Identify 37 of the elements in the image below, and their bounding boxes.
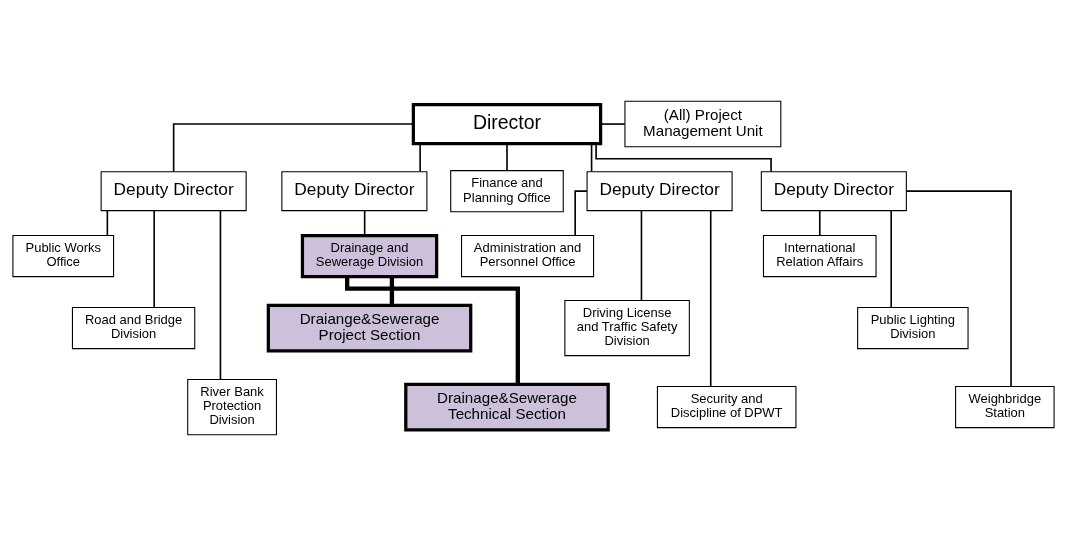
connector <box>153 209 155 308</box>
connector <box>599 122 626 125</box>
connector <box>590 142 593 172</box>
connector <box>345 276 520 384</box>
connector <box>219 209 222 380</box>
node-box: Drainage and Sewerage Division <box>300 233 439 278</box>
node-box: Draiange&Sewerage Project Section <box>266 303 473 352</box>
connector <box>905 189 1012 387</box>
connector <box>506 142 508 171</box>
node-box: International Relation Affairs <box>762 234 877 277</box>
connector <box>106 209 109 236</box>
connector <box>389 276 395 305</box>
connector <box>595 142 772 172</box>
connector <box>818 209 821 236</box>
connector <box>172 122 415 172</box>
node-box: Road and Bridge Division <box>71 306 196 349</box>
connector <box>363 209 366 236</box>
node-box: Public Works Office <box>12 234 115 277</box>
connector <box>709 209 712 387</box>
connector <box>574 189 588 236</box>
connector <box>890 209 892 308</box>
node-box: Security and Discipline of DPWT <box>656 385 797 428</box>
node-box: Deputy Director <box>281 170 428 211</box>
node-box: Drainage&Sewerage Technical Section <box>404 382 610 431</box>
node-box: Finance and Planning Office <box>450 169 564 212</box>
node-box: (All) Project Management Unit <box>624 100 782 147</box>
node-box: Public Lighting Division <box>857 306 969 349</box>
node-box: Deputy Director <box>760 170 907 211</box>
node-box: Administration and Personnel Office <box>461 234 595 277</box>
node-box: Deputy Director <box>586 170 733 211</box>
node-box: River Bank Protection Division <box>187 378 277 435</box>
connector <box>419 142 421 172</box>
node-box: Weighbridge Station <box>955 385 1055 428</box>
node-box: Deputy Director <box>100 170 247 211</box>
node-box: Driving License and Traffic Safety Division <box>564 299 690 356</box>
connector <box>640 209 643 301</box>
node-box: Director <box>411 102 603 145</box>
